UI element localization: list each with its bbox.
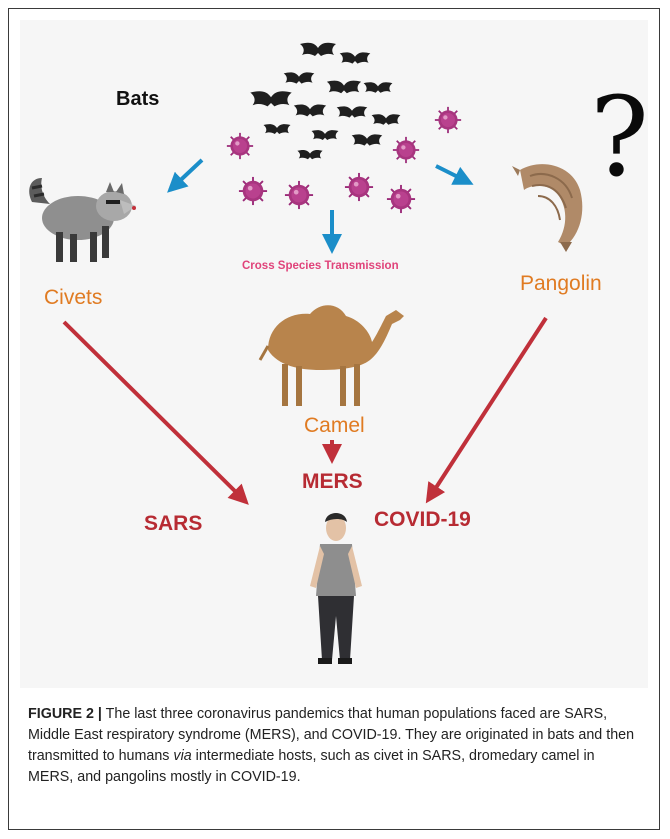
camel-label: Camel xyxy=(304,414,365,438)
virus-icon xyxy=(227,133,253,159)
mers-label: MERS xyxy=(302,470,363,494)
camel-icon xyxy=(260,305,404,406)
pangolin-icon xyxy=(512,164,582,252)
bat-icon xyxy=(264,124,291,134)
figure-caption: FIGURE 2 | The last three coronavirus pa… xyxy=(28,704,642,788)
civet-icon xyxy=(29,178,136,262)
virus-cluster xyxy=(227,107,461,213)
virus-icon xyxy=(387,185,415,213)
bat-icon xyxy=(337,106,368,117)
caption-italic-via: via xyxy=(173,748,191,764)
bat-swarm xyxy=(250,43,400,159)
bat-icon xyxy=(294,105,326,117)
bat-icon xyxy=(340,52,371,63)
bats-label: Bats xyxy=(116,88,159,111)
virus-icon xyxy=(239,177,267,205)
arrow-bats-to-pangolin xyxy=(436,166,470,183)
bat-icon xyxy=(297,150,322,159)
arrow-bats-to-civets xyxy=(170,160,202,190)
arrow-pangolin-to-covid xyxy=(428,318,546,500)
figure-panel: Bats Civets Pangolin Cross Species Trans… xyxy=(20,20,648,688)
virus-icon xyxy=(435,107,461,133)
bat-icon xyxy=(364,82,393,93)
bat-icon xyxy=(312,130,339,140)
bat-icon xyxy=(250,91,291,106)
bat-icon xyxy=(372,114,401,125)
virus-icon xyxy=(345,173,373,201)
virus-icon xyxy=(285,181,313,209)
bat-icon xyxy=(352,134,383,145)
human-icon xyxy=(310,513,362,664)
virus-icon xyxy=(393,137,419,163)
bat-icon xyxy=(284,72,315,83)
cross-species-transmission-label: Cross Species Transmission xyxy=(242,260,399,272)
figure-number: FIGURE 2 | xyxy=(28,706,102,722)
pangolin-label: Pangolin xyxy=(520,272,602,296)
diagram-canvas xyxy=(20,20,648,688)
arrow-civets-to-sars xyxy=(64,322,246,502)
sars-label: SARS xyxy=(144,512,202,536)
covid-label: COVID-19 xyxy=(374,508,471,532)
civets-label: Civets xyxy=(44,286,102,310)
bat-icon xyxy=(327,81,361,94)
question-mark: ? xyxy=(590,82,649,192)
bat-icon xyxy=(300,43,336,56)
